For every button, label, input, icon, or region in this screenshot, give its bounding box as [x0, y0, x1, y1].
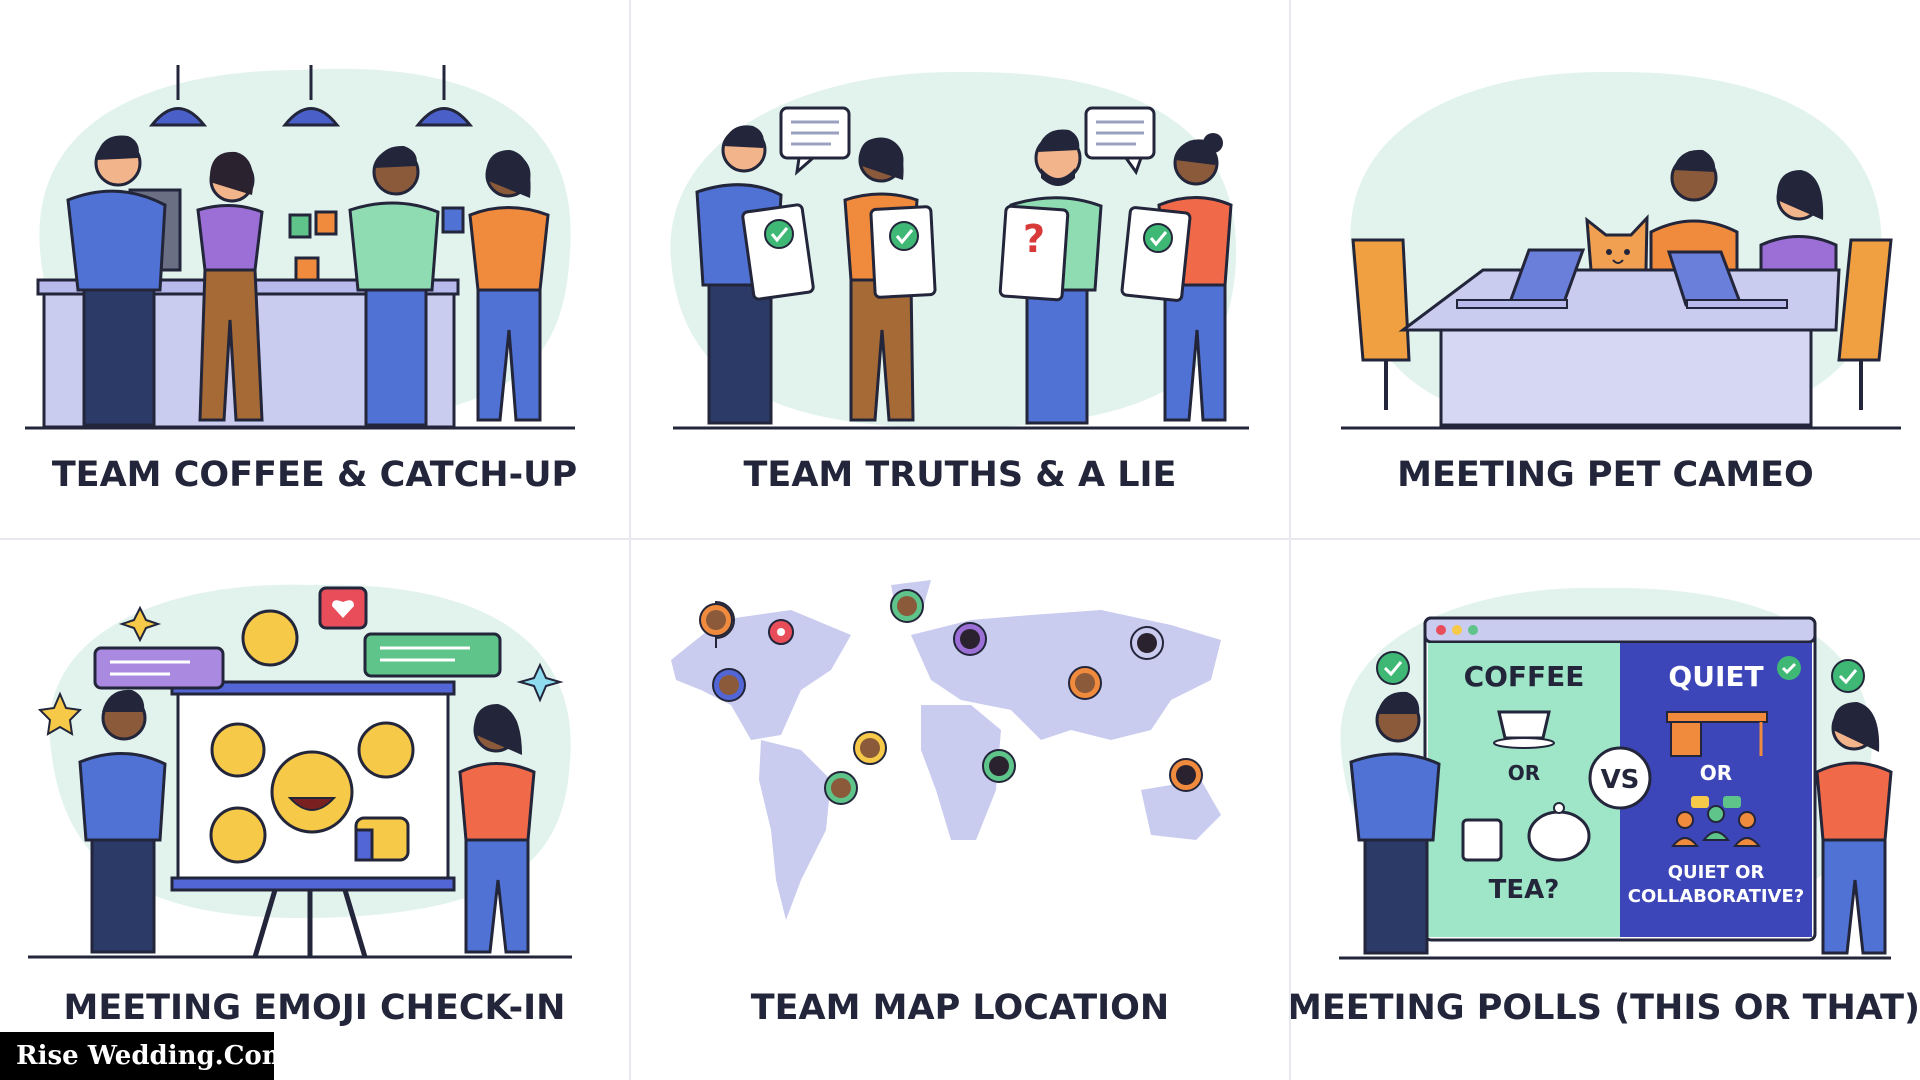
speech-bubble-icon	[779, 106, 1156, 176]
coffee-mug-icon	[1461, 710, 1555, 862]
svg-text:VS: VS	[1601, 765, 1640, 795]
caption-pet-cameo: MEETING PET CAMEO	[1397, 455, 1814, 495]
cat-icon	[1585, 214, 1649, 272]
watermark: Rise Wedding.Com	[0, 1032, 289, 1080]
pendant-lamp-icon	[148, 65, 474, 127]
svg-text:COLLABORATIVE?: COLLABORATIVE?	[1628, 886, 1804, 907]
caption-meeting-polls: MEETING POLLS (THIS OR THAT)	[1291, 988, 1920, 1028]
svg-text:?: ?	[1023, 217, 1045, 261]
divider-horizontal	[0, 538, 1920, 540]
divider-vertical-2	[1289, 0, 1291, 1080]
thumbs-up-icon	[354, 816, 410, 862]
svg-text:TEA?: TEA?	[1489, 875, 1560, 905]
svg-text:QUIET OR: QUIET OR	[1668, 862, 1765, 883]
star-icon	[37, 605, 564, 736]
divider-vertical-1	[629, 0, 631, 1080]
checkmark-icon	[1376, 651, 1865, 693]
group-icon	[1670, 796, 1762, 847]
emoji-illustration	[28, 584, 572, 959]
panel-emoji-checkin: MEETING EMOJI CHECK-IN	[0, 540, 629, 1080]
svg-text:OR: OR	[1700, 761, 1732, 785]
panel-meeting-polls: VS COFFEE OR TEA? QUIET OR QUIET OR COLL…	[1291, 540, 1920, 1080]
svg-text:QUIET: QUIET	[1668, 660, 1763, 693]
speech-bubble-icon	[93, 632, 502, 690]
question-icon: ?	[998, 204, 1070, 302]
polls-illustration: VS COFFEE OR TEA? QUIET OR QUIET OR COLL…	[1339, 587, 1893, 960]
caption-emoji-checkin: MEETING EMOJI CHECK-IN	[63, 988, 566, 1028]
pet-cameo-illustration	[1341, 71, 1901, 430]
heart-icon	[318, 586, 368, 630]
coffee-mug-icon	[288, 206, 465, 282]
caption-team-truths: TEAM TRUTHS & A LIE	[743, 455, 1177, 495]
teapot-icon	[1527, 802, 1591, 862]
panel-team-coffee: TEAM COFFEE & CATCH-UP	[0, 0, 629, 538]
panel-team-truths: ? TEAM TRUTHS & A LIE	[631, 0, 1289, 538]
checkmark-icon	[741, 203, 1192, 302]
caption-team-map: TEAM MAP LOCATION	[750, 988, 1170, 1028]
truths-illustration: ?	[670, 71, 1249, 430]
desk-icon	[1666, 711, 1768, 757]
panel-team-map: TEAM MAP LOCATION	[631, 540, 1289, 1080]
laptop-icon	[1456, 248, 1788, 309]
svg-text:OR: OR	[1508, 761, 1540, 785]
map-illustration	[671, 580, 1221, 920]
emoji-icon	[209, 609, 415, 864]
svg-text:COFFEE: COFFEE	[1464, 660, 1585, 693]
coffee-illustration	[25, 65, 575, 430]
panel-pet-cameo: MEETING PET CAMEO	[1291, 0, 1920, 538]
caption-team-coffee: TEAM COFFEE & CATCH-UP	[51, 455, 578, 495]
map-pin-icon	[699, 589, 1203, 805]
